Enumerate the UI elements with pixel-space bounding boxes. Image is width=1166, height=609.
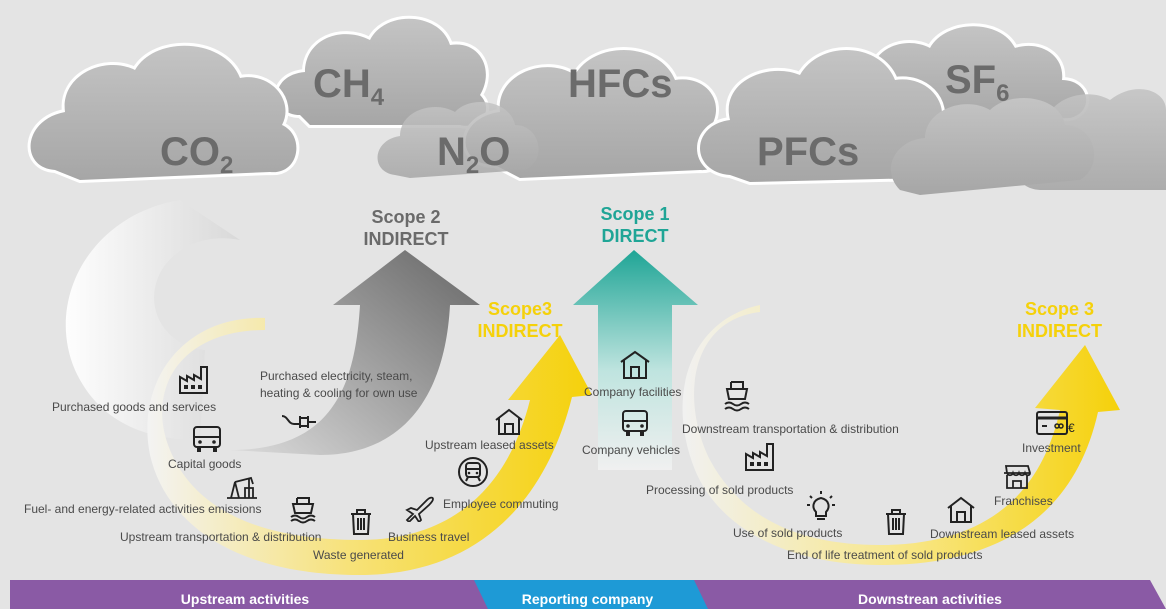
upstream-scope3-arrow xyxy=(147,317,592,575)
scope3-upstream-title: Scope3 xyxy=(487,299,553,319)
credit-card-icon: € xyxy=(1036,411,1075,435)
scope2-arrow xyxy=(230,250,480,455)
gas-pfcs: PFCs xyxy=(757,130,860,174)
oil-pump-icon xyxy=(227,476,257,499)
bottom-bar-reporting xyxy=(474,580,712,609)
gas-co2: CO2 xyxy=(160,130,234,179)
cloud-n2o xyxy=(377,102,539,178)
scope2-subtitle: INDIRECT xyxy=(363,229,449,249)
scope1-subtitle: DIRECT xyxy=(601,226,669,246)
airplane-icon xyxy=(405,496,434,522)
lightbulb-icon xyxy=(807,491,835,520)
label-company-facilities: Company facilities xyxy=(584,385,682,399)
gas-n2o: N2O xyxy=(437,130,511,179)
storefront-icon xyxy=(1004,465,1031,489)
scope3-downstream-label: Scope 3 INDIRECT xyxy=(1002,298,1117,342)
svg-text:€: € xyxy=(1068,421,1075,435)
gas-hfcs: HFCs xyxy=(568,62,673,106)
cloud-group xyxy=(27,15,1166,195)
bottom-bar-upstream xyxy=(10,580,494,609)
company-facilities-icon xyxy=(620,350,650,379)
scope3-upstream-label: Scope3 INDIRECT xyxy=(465,298,575,342)
bottom-bar-downstream xyxy=(694,580,1166,609)
processing-factory-icon xyxy=(745,443,774,471)
label-upstream-transport: Upstream transportation & distribution xyxy=(120,530,322,544)
bottom-bar xyxy=(10,580,1166,609)
scope1-title: Scope 1 xyxy=(600,204,670,224)
label-waste-generated: Waste generated xyxy=(313,548,404,562)
label-franchises: Franchises xyxy=(994,494,1053,508)
cloud-sf6-back xyxy=(890,89,1166,195)
gas-sf6: SF6 xyxy=(945,58,1010,107)
ship-icon xyxy=(290,497,316,524)
factory-icon xyxy=(179,366,208,394)
label-company-vehicles: Company vehicles xyxy=(582,443,681,457)
label-use-of-sold-products: Use of sold products xyxy=(733,526,843,540)
scope3-upstream-subtitle: INDIRECT xyxy=(477,321,563,341)
label-end-of-life: End of life treatment of sold products xyxy=(787,548,983,562)
downstream-building-icon xyxy=(947,496,975,523)
label-business-travel: Business travel xyxy=(388,530,470,544)
label-upstream-leased: Upstream leased assets xyxy=(425,438,554,452)
label-investment: Investment xyxy=(1022,441,1081,455)
label-purchased-goods: Purchased goods and services xyxy=(52,400,217,414)
scope3-downstream-subtitle: INDIRECT xyxy=(1017,321,1102,341)
scope1-arrow xyxy=(573,250,698,470)
label-employee-commuting: Employee commuting xyxy=(443,497,559,511)
label-fuel-energy: Fuel- and energy-related activities emis… xyxy=(24,502,262,516)
bar-label-downstream: Downstrean activities xyxy=(858,591,1002,607)
upstream-white-arc xyxy=(65,200,240,440)
bar-label-reporting: Reporting company xyxy=(521,591,654,607)
company-vehicle-icon xyxy=(622,410,648,436)
trash-icon xyxy=(351,509,371,535)
label-downstream-leased: Downstream leased assets xyxy=(930,527,1075,541)
train-icon xyxy=(458,457,488,487)
end-of-life-trash-icon xyxy=(886,509,906,535)
label-purchased-electricity-1: Purchased electricity, steam, xyxy=(260,369,413,383)
gas-ch4: CH4 xyxy=(313,62,385,111)
downstream-ship-icon xyxy=(724,381,750,412)
plug-icon xyxy=(281,415,316,428)
label-capital-goods: Capital goods xyxy=(168,457,242,471)
truck-front-icon xyxy=(193,426,221,452)
bar-label-upstream: Upstream activities xyxy=(180,591,310,607)
scope1-label: Scope 1 DIRECT xyxy=(585,203,685,247)
cloud-co2 xyxy=(27,42,300,184)
scope3-downstream-title: Scope 3 xyxy=(1024,299,1095,319)
building-icon xyxy=(495,408,523,435)
cloud-ch4 xyxy=(274,15,489,129)
label-purchased-electricity-2: heating & cooling for own use xyxy=(260,386,418,400)
label-processing-sold-products: Processing of sold products xyxy=(646,483,794,497)
scope2-title: Scope 2 xyxy=(371,207,441,227)
scope2-label: Scope 2 INDIRECT xyxy=(356,206,456,250)
label-downstream-transport: Downstream transportation & distribution xyxy=(682,422,899,436)
